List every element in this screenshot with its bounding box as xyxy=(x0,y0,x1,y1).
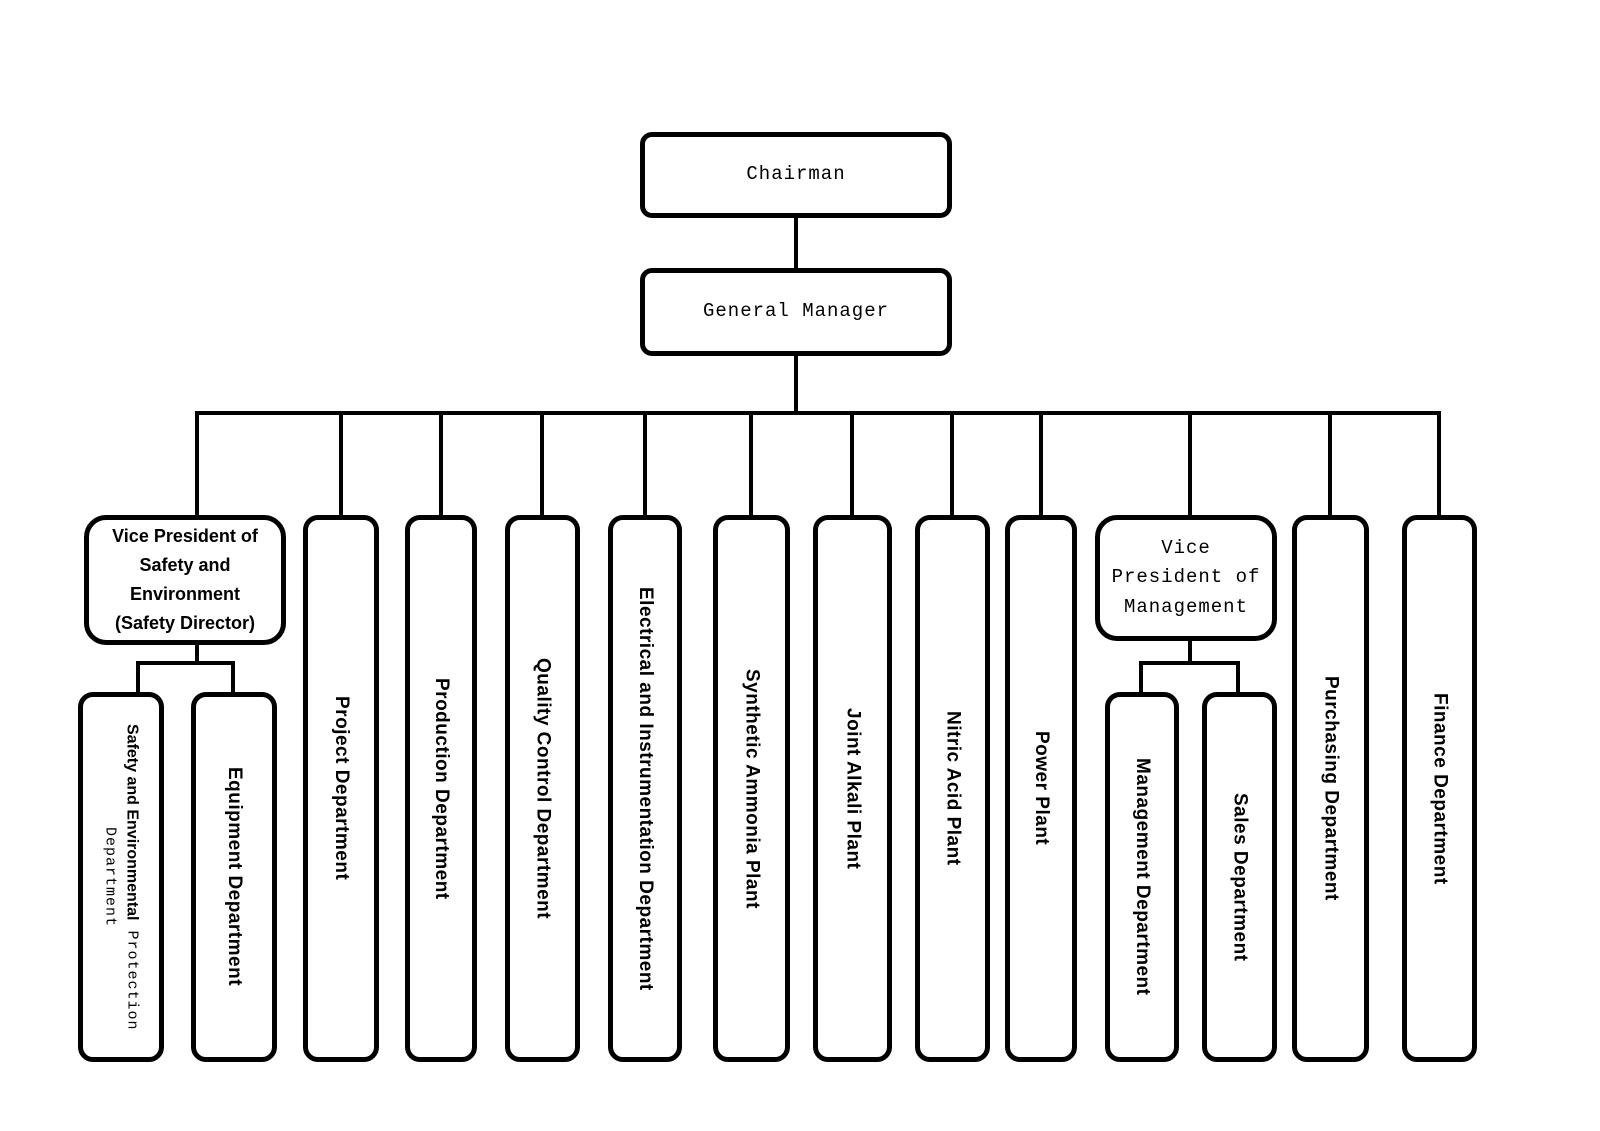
node-label-sales: Sales Department xyxy=(1229,792,1251,962)
org-node-finance-department: Finance Department xyxy=(1402,515,1477,1062)
node-label-equipment: Equipment Department xyxy=(223,767,245,987)
org-node-synthetic-ammonia-plant: Synthetic Ammonia Plant xyxy=(713,515,790,1062)
org-node-safety-environmental-protection-department: Safety and Environmental Protection Depa… xyxy=(78,692,164,1062)
org-node-joint-alkali-plant: Joint Alkali Plant xyxy=(813,515,892,1062)
node-label-project: Project Department xyxy=(330,696,352,881)
node-label-general-manager: General Manager xyxy=(702,300,890,323)
org-node-chairman: Chairman xyxy=(640,132,952,218)
org-node-quality-control-department: Quality Control Department xyxy=(505,515,580,1062)
safety-env-line1: Safety and Environmental Protection xyxy=(120,724,143,1031)
node-label-power: Power Plant xyxy=(1030,731,1052,846)
org-node-power-plant: Power Plant xyxy=(1005,515,1077,1062)
org-node-management-department: Management Department xyxy=(1105,692,1179,1062)
org-node-production-department: Production Department xyxy=(405,515,477,1062)
org-node-purchasing-department: Purchasing Department xyxy=(1292,515,1369,1062)
org-node-nitric-acid-plant: Nitric Acid Plant xyxy=(915,515,990,1062)
node-label-vp-safety: Vice President of Safety and Environment… xyxy=(112,525,258,634)
org-node-general-manager: General Manager xyxy=(640,268,952,356)
node-label-electrical: Electrical and Instrumentation Departmen… xyxy=(634,586,656,991)
org-node-electrical-instrumentation-department: Electrical and Instrumentation Departmen… xyxy=(608,515,682,1062)
node-label-chairman: Chairman xyxy=(746,163,846,186)
org-node-vp-safety: Vice President of Safety and Environment… xyxy=(84,515,286,645)
safety-env-line1-regular: Protection xyxy=(123,920,141,1031)
safety-env-line2: Department xyxy=(101,826,119,927)
node-label-safety-env: Safety and Environmental Protection Depa… xyxy=(99,724,144,1031)
node-label-quality: Quality Control Department xyxy=(532,657,554,920)
org-node-equipment-department: Equipment Department xyxy=(191,692,277,1062)
node-label-joint-alkali: Joint Alkali Plant xyxy=(842,707,864,870)
node-label-vp-management: Vice President of Management xyxy=(1111,536,1261,618)
node-label-production: Production Department xyxy=(430,677,452,900)
org-node-project-department: Project Department xyxy=(303,515,379,1062)
node-label-synthetic: Synthetic Ammonia Plant xyxy=(741,668,763,909)
org-node-sales-department: Sales Department xyxy=(1202,692,1277,1062)
org-node-vp-management: Vice President of Management xyxy=(1095,515,1277,641)
org-connectors xyxy=(136,214,1441,696)
node-label-management: Management Department xyxy=(1131,758,1153,996)
node-label-nitric: Nitric Acid Plant xyxy=(942,711,964,866)
safety-env-line1-bold: Safety and Environmental xyxy=(123,723,141,921)
node-label-purchasing: Purchasing Department xyxy=(1320,676,1342,901)
node-label-finance: Finance Department xyxy=(1429,692,1451,885)
